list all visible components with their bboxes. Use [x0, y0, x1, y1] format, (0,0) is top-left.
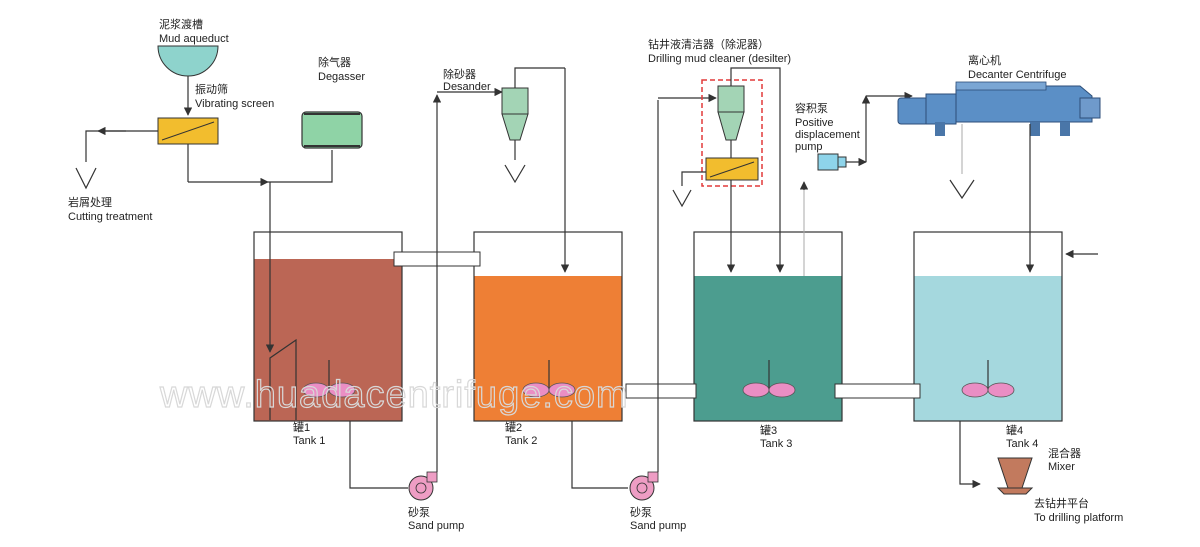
label-mixer-cn: 混合器: [1048, 446, 1081, 460]
agitator-tank-1: [302, 360, 356, 398]
flow-degasser-link: [268, 150, 333, 183]
flow-desilter-overflow-to-tank-3: [730, 67, 785, 273]
label-centrifuge-cn: 离心机: [968, 53, 1001, 67]
label-degasser-en: Degasser: [318, 71, 365, 83]
label-platform-cn: 去钻井平台: [1034, 496, 1089, 510]
flow-tank2-to-sand-pump-2: [571, 421, 628, 489]
label-tank1-cn: 罐1: [293, 421, 310, 434]
label-cutting-cn: 岩屑处理: [68, 195, 112, 209]
label-degasser-cn: 除气器: [318, 55, 351, 69]
desilter-cyclone: [717, 85, 745, 141]
desander-discharge-icon: [504, 164, 526, 184]
pd-pump: [817, 153, 847, 171]
flow-tank4-to-mixer: [959, 421, 981, 489]
label-sand-pump-2-en: Sand pump: [630, 520, 686, 532]
label-sand-pump-1-en: Sand pump: [408, 520, 464, 532]
label-vibrating-screen-en: Vibrating screen: [195, 98, 274, 110]
flow-desilter-discharge: [681, 171, 706, 186]
tank-1-wall: [253, 231, 403, 422]
mixer: [997, 457, 1033, 489]
agitator-tank-2: [522, 360, 576, 398]
label-vibrating-screen-cn: 振动筛: [195, 82, 228, 96]
label-mud-aqueduct-cn: 泥浆渡槽: [159, 17, 203, 31]
tank-1-fluid: [254, 259, 402, 421]
flow-desander-overflow-top: [514, 67, 565, 88]
label-desander-cn: 除砂器: [443, 67, 476, 81]
flow-cuttings-to-treatment: [85, 130, 158, 162]
desilter-highlight-box: [701, 79, 763, 187]
sand-pump-2: [629, 471, 659, 501]
degasser: [301, 111, 363, 149]
agitator-tank-3: [742, 360, 796, 398]
label-tank2-en: Tank 2: [505, 435, 537, 447]
desilter-screen-deck: [709, 161, 755, 178]
label-tank4-en: Tank 4: [1006, 438, 1038, 450]
tank-2-wall: [473, 231, 623, 422]
cuttings-discharge-icon: [75, 167, 97, 190]
label-desander-en: Desander: [443, 81, 491, 93]
label-centrifuge-en: Decanter Centrifuge: [968, 69, 1066, 81]
tank-4-wall: [913, 231, 1063, 422]
tank-3: [693, 231, 843, 422]
label-cutting-en: Cutting treatment: [68, 211, 152, 223]
label-pd-pump-en-3: pump: [795, 141, 823, 153]
mixer-base: [996, 487, 1034, 495]
mud-aqueduct: [157, 45, 219, 77]
label-tank3-en: Tank 3: [760, 438, 792, 450]
sand-pump-1: [408, 471, 438, 501]
label-tank2-cn: 罐2: [505, 421, 522, 434]
tank-2: [473, 231, 623, 422]
label-pd-pump-en-2: displacement: [795, 129, 860, 141]
label-pd-pump-cn: 容积泵: [795, 101, 828, 115]
tank-3-wall: [693, 231, 843, 422]
label-tank1-en: Tank 1: [293, 435, 325, 447]
tank-1: [253, 231, 403, 422]
label-sand-pump-2-cn: 砂泵: [630, 506, 652, 519]
tank-2-fluid: [474, 276, 622, 421]
label-mud-aqueduct-en: Mud aqueduct: [159, 33, 229, 45]
tank-4: [913, 231, 1063, 422]
desander: [501, 87, 529, 141]
label-cleaner-cn: 钻井液清洁器（除泥器）: [648, 37, 769, 51]
agitator-tank-4: [961, 360, 1015, 398]
vibrating-screen-deck: [161, 121, 215, 141]
label-sand-pump-1-cn: 砂泵: [408, 506, 430, 519]
label-platform-en: To drilling platform: [1034, 512, 1123, 524]
centrifuge-discharge-icon: [949, 179, 975, 200]
label-tank4-cn: 罐4: [1006, 424, 1023, 437]
label-cleaner-en: Drilling mud cleaner (desilter): [648, 53, 791, 65]
tank-3-fluid: [694, 276, 842, 421]
label-mixer-en: Mixer: [1048, 461, 1075, 473]
tank-1-baffle: [269, 338, 297, 420]
decanter-centrifuge: [897, 81, 1101, 136]
pipe-tank3-tank4: [834, 383, 921, 399]
watermark: www.huadacentrifuge.com: [159, 374, 629, 416]
pipe-tank2-tank3: [625, 383, 697, 399]
label-tank3-cn: 罐3: [760, 424, 777, 437]
label-pd-pump-en-1: Positive: [795, 117, 834, 129]
desilter-discharge-icon: [672, 189, 692, 208]
tank-4-fluid: [914, 276, 1062, 421]
flow-tank1-to-sand-pump-1: [349, 421, 408, 489]
